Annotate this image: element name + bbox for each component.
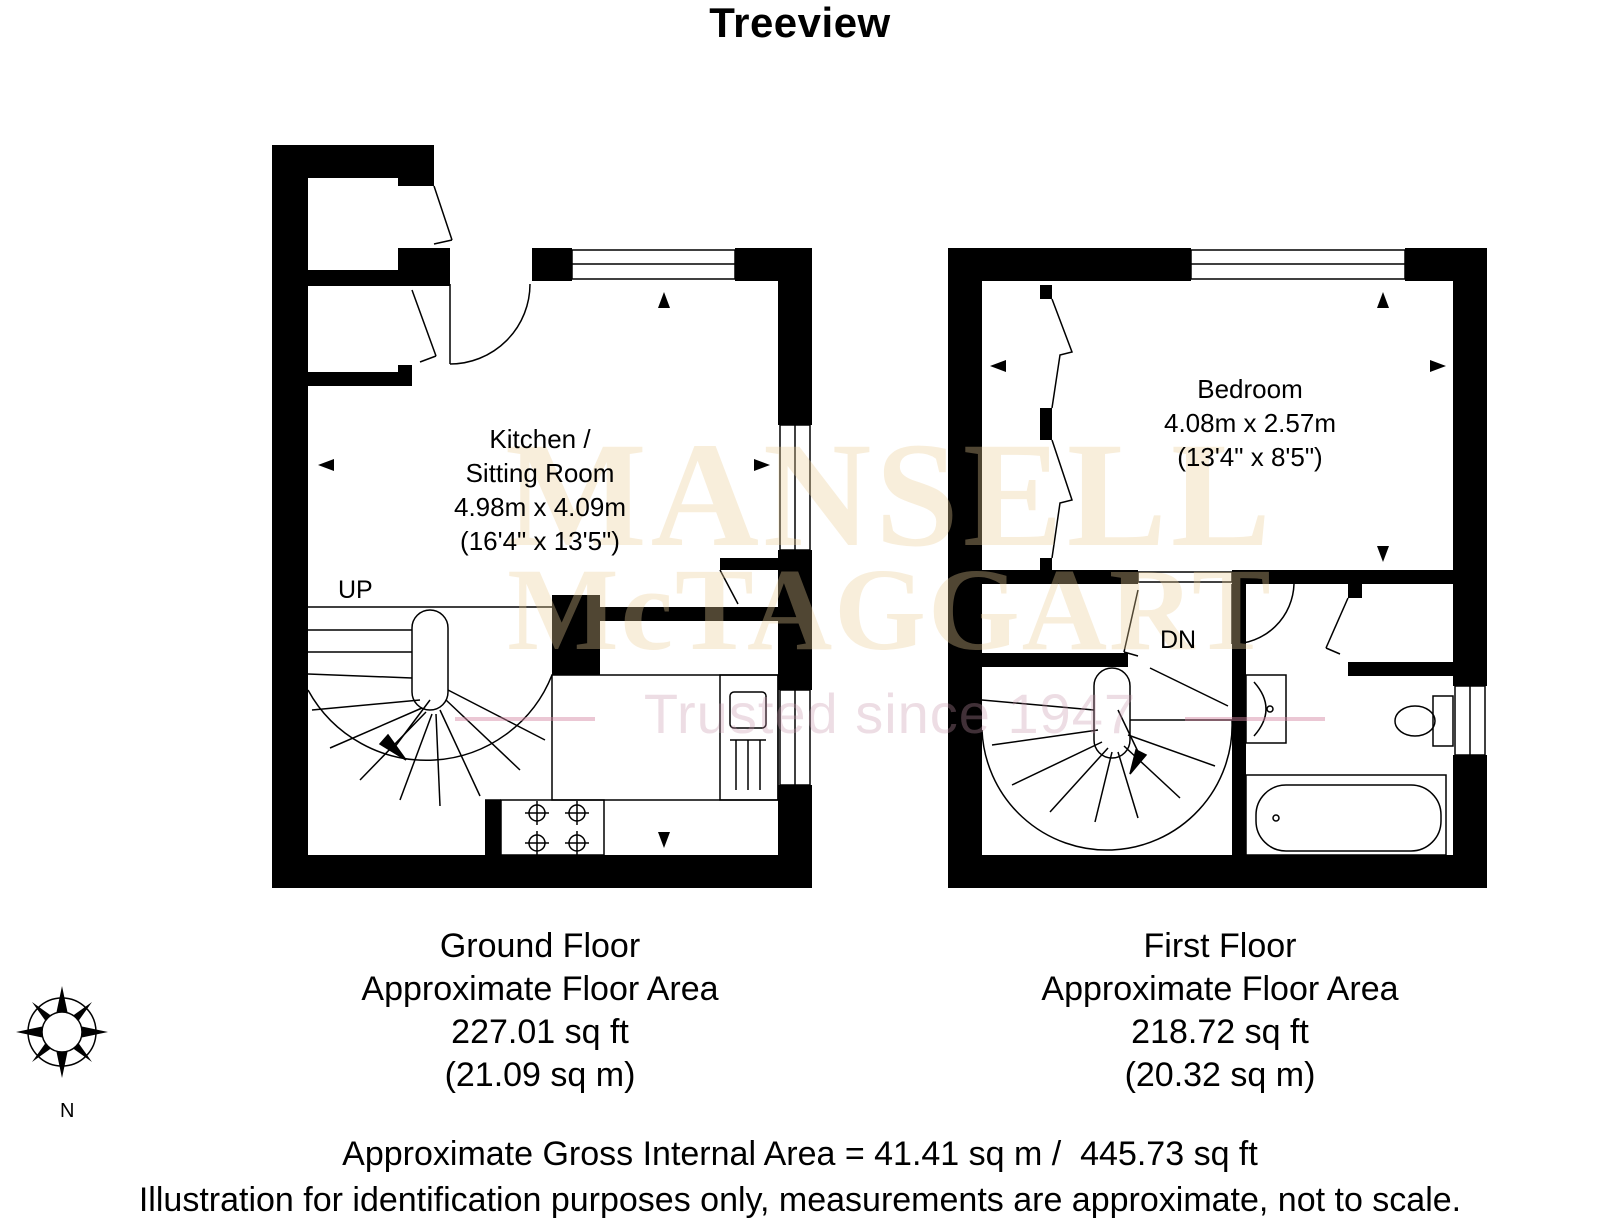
ground-floor-kitchen-units [485, 674, 779, 856]
first-floor-doors [1051, 298, 1349, 657]
bedroom-room-label: Bedroom 4.08m x 2.57m (13'4" x 8'5") [1120, 372, 1380, 474]
kitchen-imperial: (16'4" x 13'5") [460, 526, 620, 556]
compass-north-label: N [60, 1100, 75, 1122]
bedroom-metric: 4.08m x 2.57m [1164, 408, 1336, 438]
hob-burners [525, 801, 589, 855]
ground-floor-doors [411, 185, 739, 605]
disclaimer-text: Illustration for identification purposes… [138, 1181, 1462, 1219]
ground-floor-dimension-markers [318, 292, 770, 848]
ground-floor-area-label: Approximate Floor Area [361, 970, 719, 1008]
bedroom-imperial: (13'4" x 8'5") [1177, 442, 1323, 472]
ground-floor-spiral-stair [307, 606, 553, 807]
ground-floor-caption: Ground Floor Approximate Floor Area 227.… [300, 925, 780, 1097]
plan-title: Treeview [709, 0, 891, 46]
ground-floor-windows [571, 249, 811, 786]
kitchen-room-label: Kitchen / Sitting Room 4.98m x 4.09m (16… [405, 422, 675, 558]
first-floor-plan [948, 248, 1487, 888]
ground-floor-name: Ground Floor [439, 927, 641, 965]
first-floor-caption: First Floor Approximate Floor Area 218.7… [960, 925, 1480, 1097]
ground-floor-plan [272, 145, 812, 888]
first-floor-area-label: Approximate Floor Area [1041, 970, 1399, 1008]
ground-floor-walls [272, 145, 812, 888]
kitchen-metric: 4.98m x 4.09m [454, 492, 626, 522]
stair-up-label: UP [338, 576, 373, 604]
gross-internal-area: Approximate Gross Internal Area = 41.41 … [342, 1135, 1258, 1173]
ground-floor-sq-m: (21.09 sq m) [444, 1056, 636, 1094]
first-floor-windows [1137, 249, 1486, 756]
bedroom-name: Bedroom [1197, 374, 1303, 404]
first-floor-walls [948, 248, 1487, 888]
kitchen-name-line2: Sitting Room [465, 458, 615, 488]
first-floor-spiral-stair [981, 667, 1233, 851]
first-floor-dimension-markers [990, 292, 1446, 562]
bathroom-fittings [1245, 674, 1454, 856]
first-floor-name: First Floor [1143, 927, 1297, 965]
kitchen-name-line1: Kitchen / [489, 424, 591, 454]
first-floor-sq-m: (20.32 sq m) [1124, 1056, 1316, 1094]
ground-floor-sq-ft: 227.01 sq ft [451, 1013, 629, 1051]
first-floor-sq-ft: 218.72 sq ft [1131, 1013, 1309, 1051]
compass-rose-icon [16, 986, 108, 1078]
stair-down-label: DN [1160, 626, 1197, 654]
